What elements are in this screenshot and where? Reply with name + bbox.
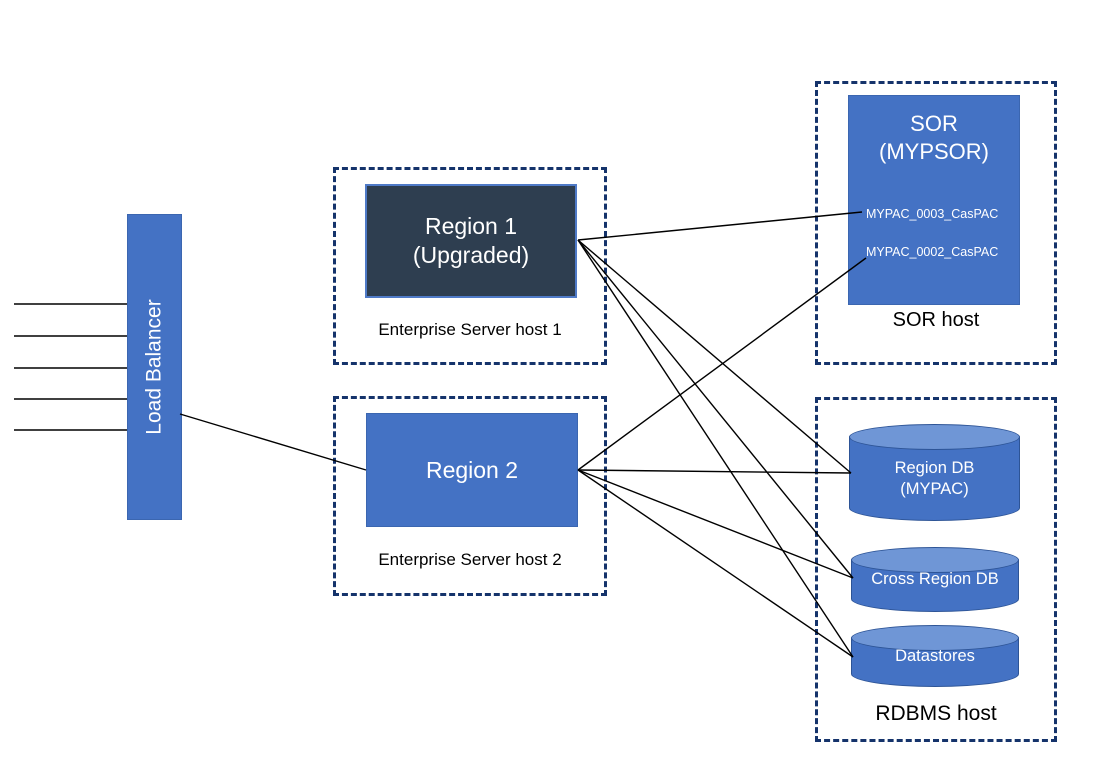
connector-region2-to-mypac0002: [577, 257, 867, 471]
region-1-node[interactable]: Region 1 (Upgraded): [365, 184, 577, 298]
host-label-rdbms-host: RDBMS host: [875, 702, 997, 725]
sor-instance-mypac-0003[interactable]: MYPAC_0003_CasPAC: [866, 207, 999, 221]
connector-region2-to-region-db: [577, 469, 852, 474]
database-region-db-label-line1: Region DB: [894, 459, 975, 477]
connector-region1-to-datastores: [577, 239, 854, 658]
host-label-enterprise-server-host-2: Enterprise Server host 2: [378, 550, 562, 569]
host-label-sor-host: SOR host: [892, 309, 980, 331]
cylinder-top-ellipse: [849, 424, 1020, 450]
region-1-label-line2: (Upgraded): [412, 242, 530, 268]
connector-region1-to-mypac0003: [577, 211, 863, 241]
sor-instance-mypac-0002[interactable]: MYPAC_0002_CasPAC: [866, 245, 999, 259]
connector-region1-to-region-db: [577, 239, 852, 474]
database-region-db-label-line2: (MYPAC): [900, 480, 969, 499]
host-container-enterprise-server-host-2: [333, 396, 607, 596]
host-container-rdbms-host: [815, 397, 1057, 742]
host-container-sor-host: [815, 81, 1057, 365]
cylinder-top-ellipse: [851, 625, 1019, 651]
connector-lb-to-region2: [179, 413, 367, 471]
connector-region1-to-cross-region-db: [577, 239, 854, 579]
database-region-db[interactable]: Region DB (MYPAC): [849, 424, 1020, 521]
region-1-label-line1: Region 1: [424, 213, 518, 240]
sor-label-line2: (MYPSOR): [879, 138, 989, 164]
host-container-enterprise-server-host-1: [333, 167, 607, 365]
connector-region2-to-cross-region-db: [577, 469, 854, 579]
region-2-node[interactable]: Region 2: [366, 413, 578, 527]
sor-label-line1: SOR: [910, 111, 958, 136]
region-2-label-line1: Region 2: [425, 456, 519, 483]
database-datastores-label: Datastores: [895, 647, 975, 665]
load-balancer-node[interactable]: Load Balancer: [127, 214, 182, 520]
database-cross-region-db-label: Cross Region DB: [871, 570, 999, 588]
database-datastores[interactable]: Datastores: [851, 625, 1019, 687]
sor-node[interactable]: SOR (MYPSOR): [848, 95, 1020, 305]
host-label-enterprise-server-host-1: Enterprise Server host 1: [378, 320, 562, 339]
database-cross-region-db[interactable]: Cross Region DB: [851, 547, 1019, 612]
connector-region2-to-datastores: [577, 469, 854, 658]
cylinder-top-ellipse: [851, 547, 1019, 573]
